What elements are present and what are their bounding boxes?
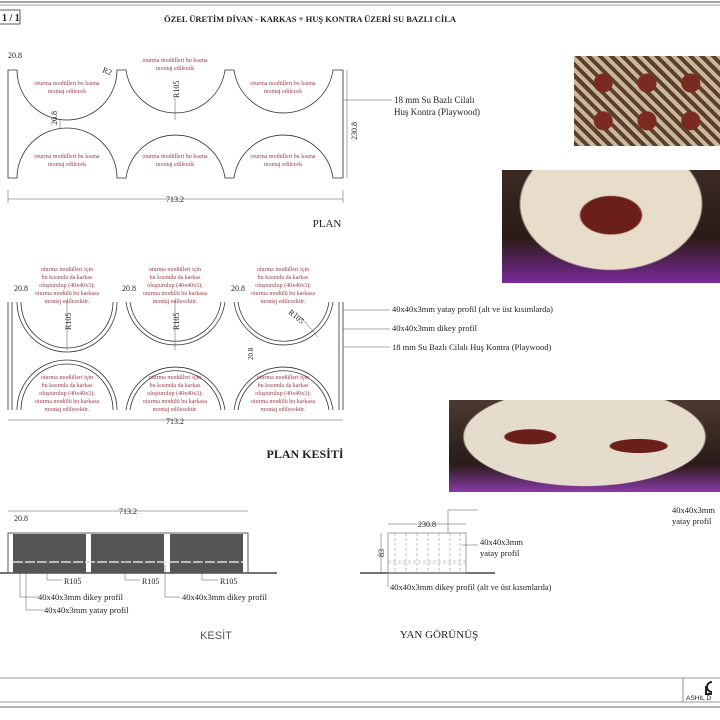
svg-text:oturma modülü bu karkasa: oturma modülü bu karkasa [35, 399, 99, 405]
render-top-view-photo [574, 56, 720, 146]
plan-gap-dimension: 20.8 [50, 111, 59, 125]
svg-text:oturma modülleri bu kısma: oturma modülleri bu kısma [142, 154, 207, 160]
svg-text:oturma modülleri için: oturma modülleri için [257, 267, 309, 273]
svg-text:montaj edilecek: montaj edilecek [264, 89, 302, 95]
sheet-title: ÖZEL ÜRETİM DİVAN - KARKAS + HUŞ KONTRA … [164, 14, 457, 24]
svg-text:oturma modülleri bu kısma: oturma modülleri bu kısma [34, 81, 99, 87]
svg-text:oturma modülleri için: oturma modülleri için [257, 375, 309, 381]
svg-text:montaj edilecektir.: montaj edilecektir. [45, 407, 90, 413]
side-top-callout-line2: yatay profil [672, 516, 712, 526]
svg-text:oluşturulup (40x40x3);: oluşturulup (40x40x3); [255, 282, 311, 289]
side-mid-callout-line1: 40x40x3mm [480, 537, 523, 547]
plan-depth-dimension: 230.8 [350, 122, 359, 140]
section-elevation-drawing [0, 510, 277, 611]
svg-text:montaj edilecek: montaj edilecek [264, 162, 302, 168]
svg-text:montaj edilecektir.: montaj edilecektir. [153, 407, 198, 413]
render-booth-photo [502, 170, 720, 283]
kesit-horizontal-callout: 40x40x3mm yatay profil [44, 605, 129, 615]
svg-text:bu kısımda da karkas: bu kısımda da karkas [258, 275, 309, 281]
side-bottom-callout: 40x40x3mm dikey profil (alt ve üst kısım… [390, 582, 552, 592]
svg-text:oturma modülleri için: oturma modülleri için [149, 267, 201, 273]
svg-text:montaj edilecektir.: montaj edilecektir. [45, 299, 90, 305]
page-number-box [0, 9, 21, 25]
section-post-dimension-1: 20.8 [14, 284, 28, 293]
svg-text:montaj edilecektir.: montaj edilecektir. [261, 299, 306, 305]
svg-text:oluşturulup (40x40x3);: oluşturulup (40x40x3); [147, 282, 203, 289]
svg-text:bu kısımda da karkas: bu kısımda da karkas [150, 383, 201, 389]
kesit-radius-1: R105 [64, 577, 81, 586]
svg-text:montaj edilecektir.: montaj edilecektir. [261, 407, 306, 413]
plan-small-radius: R2 [101, 65, 113, 77]
svg-text:montaj edilecektir.: montaj edilecektir. [153, 299, 198, 305]
callout-plywood: 18 mm Su Bazlı Cilalı Huş Kontra (Playwo… [392, 342, 552, 352]
side-top-callout-line1: 40x40x3mm [672, 505, 715, 515]
svg-text:montaj edilecek: montaj edilecek [156, 162, 194, 168]
plan-section-notes: oturma modülleri için bu kısımda da karka… [35, 267, 315, 413]
svg-text:montaj edilecek: montaj edilecek [48, 89, 86, 95]
svg-text:oturma modülü bu karkasa: oturma modülü bu karkasa [251, 399, 315, 405]
logo-text: ASHIL D [686, 695, 711, 702]
svg-text:oturma modülleri için: oturma modülleri için [41, 267, 93, 273]
callout-vertical-profile: 40x40x3mm dikey profil [392, 323, 478, 333]
plan-drawing [7, 69, 392, 203]
side-view-drawing [360, 509, 495, 587]
plan-section-label: PLAN KESİTİ [266, 447, 343, 461]
side-mid-callout-line2: yatay profil [480, 548, 520, 558]
kesit-vertical-callout-2: 40x40x3mm dikey profil [182, 592, 268, 602]
kesit-vertical-callout-1: 40x40x3mm dikey profil [38, 592, 124, 602]
side-width-dimension: 230.8 [418, 520, 436, 529]
plan-material-line1: 18 mm Su Bazlı Cilalı [394, 95, 475, 105]
svg-text:oturma modülleri bu kısma: oturma modülleri bu kısma [250, 154, 315, 160]
plan-post-dimension: 20.8 [8, 51, 22, 60]
side-view-label: YAN GÖRÜNÜŞ [400, 629, 479, 641]
svg-text:oluşturulup (40x40x3);: oluşturulup (40x40x3); [147, 390, 203, 397]
plan-notes: oturma modülleri bu kısma montaj edilecek… [34, 58, 315, 168]
svg-text:oluşturulup (40x40x3);: oluşturulup (40x40x3); [39, 390, 95, 397]
kesit-radius-3: R105 [220, 577, 237, 586]
svg-text:oluşturulup (40x40x3);: oluşturulup (40x40x3); [255, 390, 311, 397]
svg-text:oturma modülleri bu kısma: oturma modülleri bu kısma [142, 58, 207, 64]
kesit-post-dimension: 20.8 [14, 514, 28, 523]
plan-label: PLAN [313, 218, 342, 230]
kesit-radius-2: R105 [142, 577, 159, 586]
svg-text:bu kısımda da karkas: bu kısımda da karkas [42, 275, 93, 281]
plan-width-dimension: 713.2 [166, 195, 184, 204]
callout-horizontal-profile: 40x40x3mm yatay profil (alt ve üst kısım… [392, 304, 553, 314]
kesit-label: KESİT [200, 629, 232, 642]
section-post-dimension-2: 20.8 [122, 284, 136, 293]
svg-text:oturma modülleri bu kısma: oturma modülleri bu kısma [250, 81, 315, 87]
svg-text:oturma modülü bu karkasa: oturma modülü bu karkasa [251, 291, 315, 297]
plan-radius: R105 [172, 81, 181, 98]
side-height-dimension: 83 [377, 549, 386, 557]
svg-text:montaj edilecek: montaj edilecek [48, 162, 86, 168]
section-width-dimension: 713.2 [166, 417, 184, 426]
svg-text:oturma modülleri için: oturma modülleri için [41, 375, 93, 381]
section-radius-1: R105 [64, 313, 73, 330]
svg-text:oturma modülü bu karkasa: oturma modülü bu karkasa [143, 399, 207, 405]
svg-text:oturma modülü bu karkasa: oturma modülü bu karkasa [35, 291, 99, 297]
kesit-width-dimension: 713.2 [119, 507, 137, 516]
page-number: 1 / 1 [2, 13, 20, 24]
render-restaurant-photo [449, 400, 720, 492]
svg-text:oturma modülleri için: oturma modülleri için [149, 375, 201, 381]
svg-text:bu kısımda da karkas: bu kısımda da karkas [42, 383, 93, 389]
svg-text:bu kısımda da karkas: bu kısımda da karkas [258, 383, 309, 389]
section-radius-2: R105 [172, 313, 181, 330]
svg-text:oturma modülü bu karkasa: oturma modülü bu karkasa [143, 291, 207, 297]
svg-text:bu kısımda da karkas: bu kısımda da karkas [150, 275, 201, 281]
plan-section-drawing [7, 301, 390, 421]
svg-text:montaj edilecek: montaj edilecek [156, 66, 194, 72]
section-radius-3: R105 [287, 308, 306, 326]
section-post-dimension-3: 20.8 [231, 284, 245, 293]
plan-material-line2: Huş Kontra (Playwood) [394, 107, 480, 117]
section-gap-dimension: 20.8 [247, 347, 255, 360]
svg-text:oluşturulup (40x40x3);: oluşturulup (40x40x3); [39, 282, 95, 289]
logo-icon [705, 681, 713, 695]
svg-text:oturma modülleri bu kısma: oturma modülleri bu kısma [34, 154, 99, 160]
